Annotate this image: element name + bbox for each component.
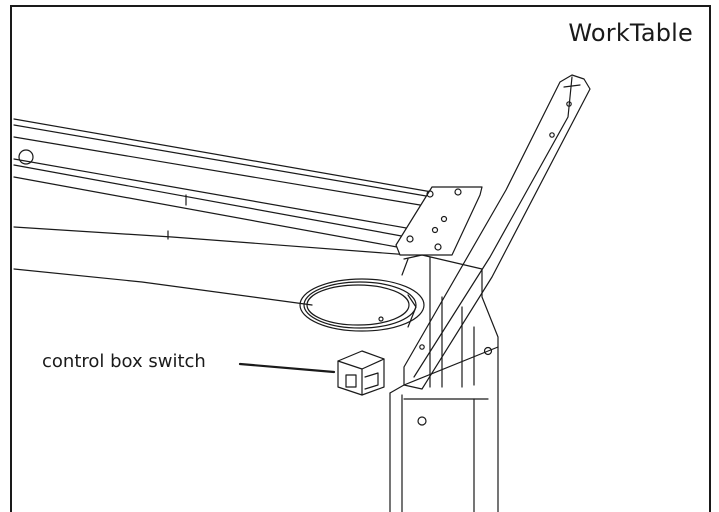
corner-plate — [395, 186, 483, 256]
coiled-cable — [299, 258, 425, 332]
screw-icon — [406, 235, 414, 243]
screw-icon — [434, 243, 442, 251]
control-box-switch-label: control box switch — [42, 351, 206, 372]
screw-icon — [426, 190, 434, 198]
control-box-switch — [337, 350, 385, 396]
screw-icon — [431, 226, 439, 234]
screw-icon — [454, 188, 462, 196]
diagram-frame: WorkTable control box switch — [10, 5, 711, 512]
screw-icon — [440, 215, 448, 223]
callout-leader-line — [238, 362, 336, 374]
upper-crossbar — [13, 118, 433, 248]
lower-beam — [13, 226, 411, 306]
switch-icon — [345, 374, 357, 388]
desk-frame-drawing — [13, 74, 591, 512]
vertical-column — [389, 254, 499, 512]
diagonal-arm — [403, 74, 591, 390]
brand-label: WorkTable — [568, 19, 693, 47]
